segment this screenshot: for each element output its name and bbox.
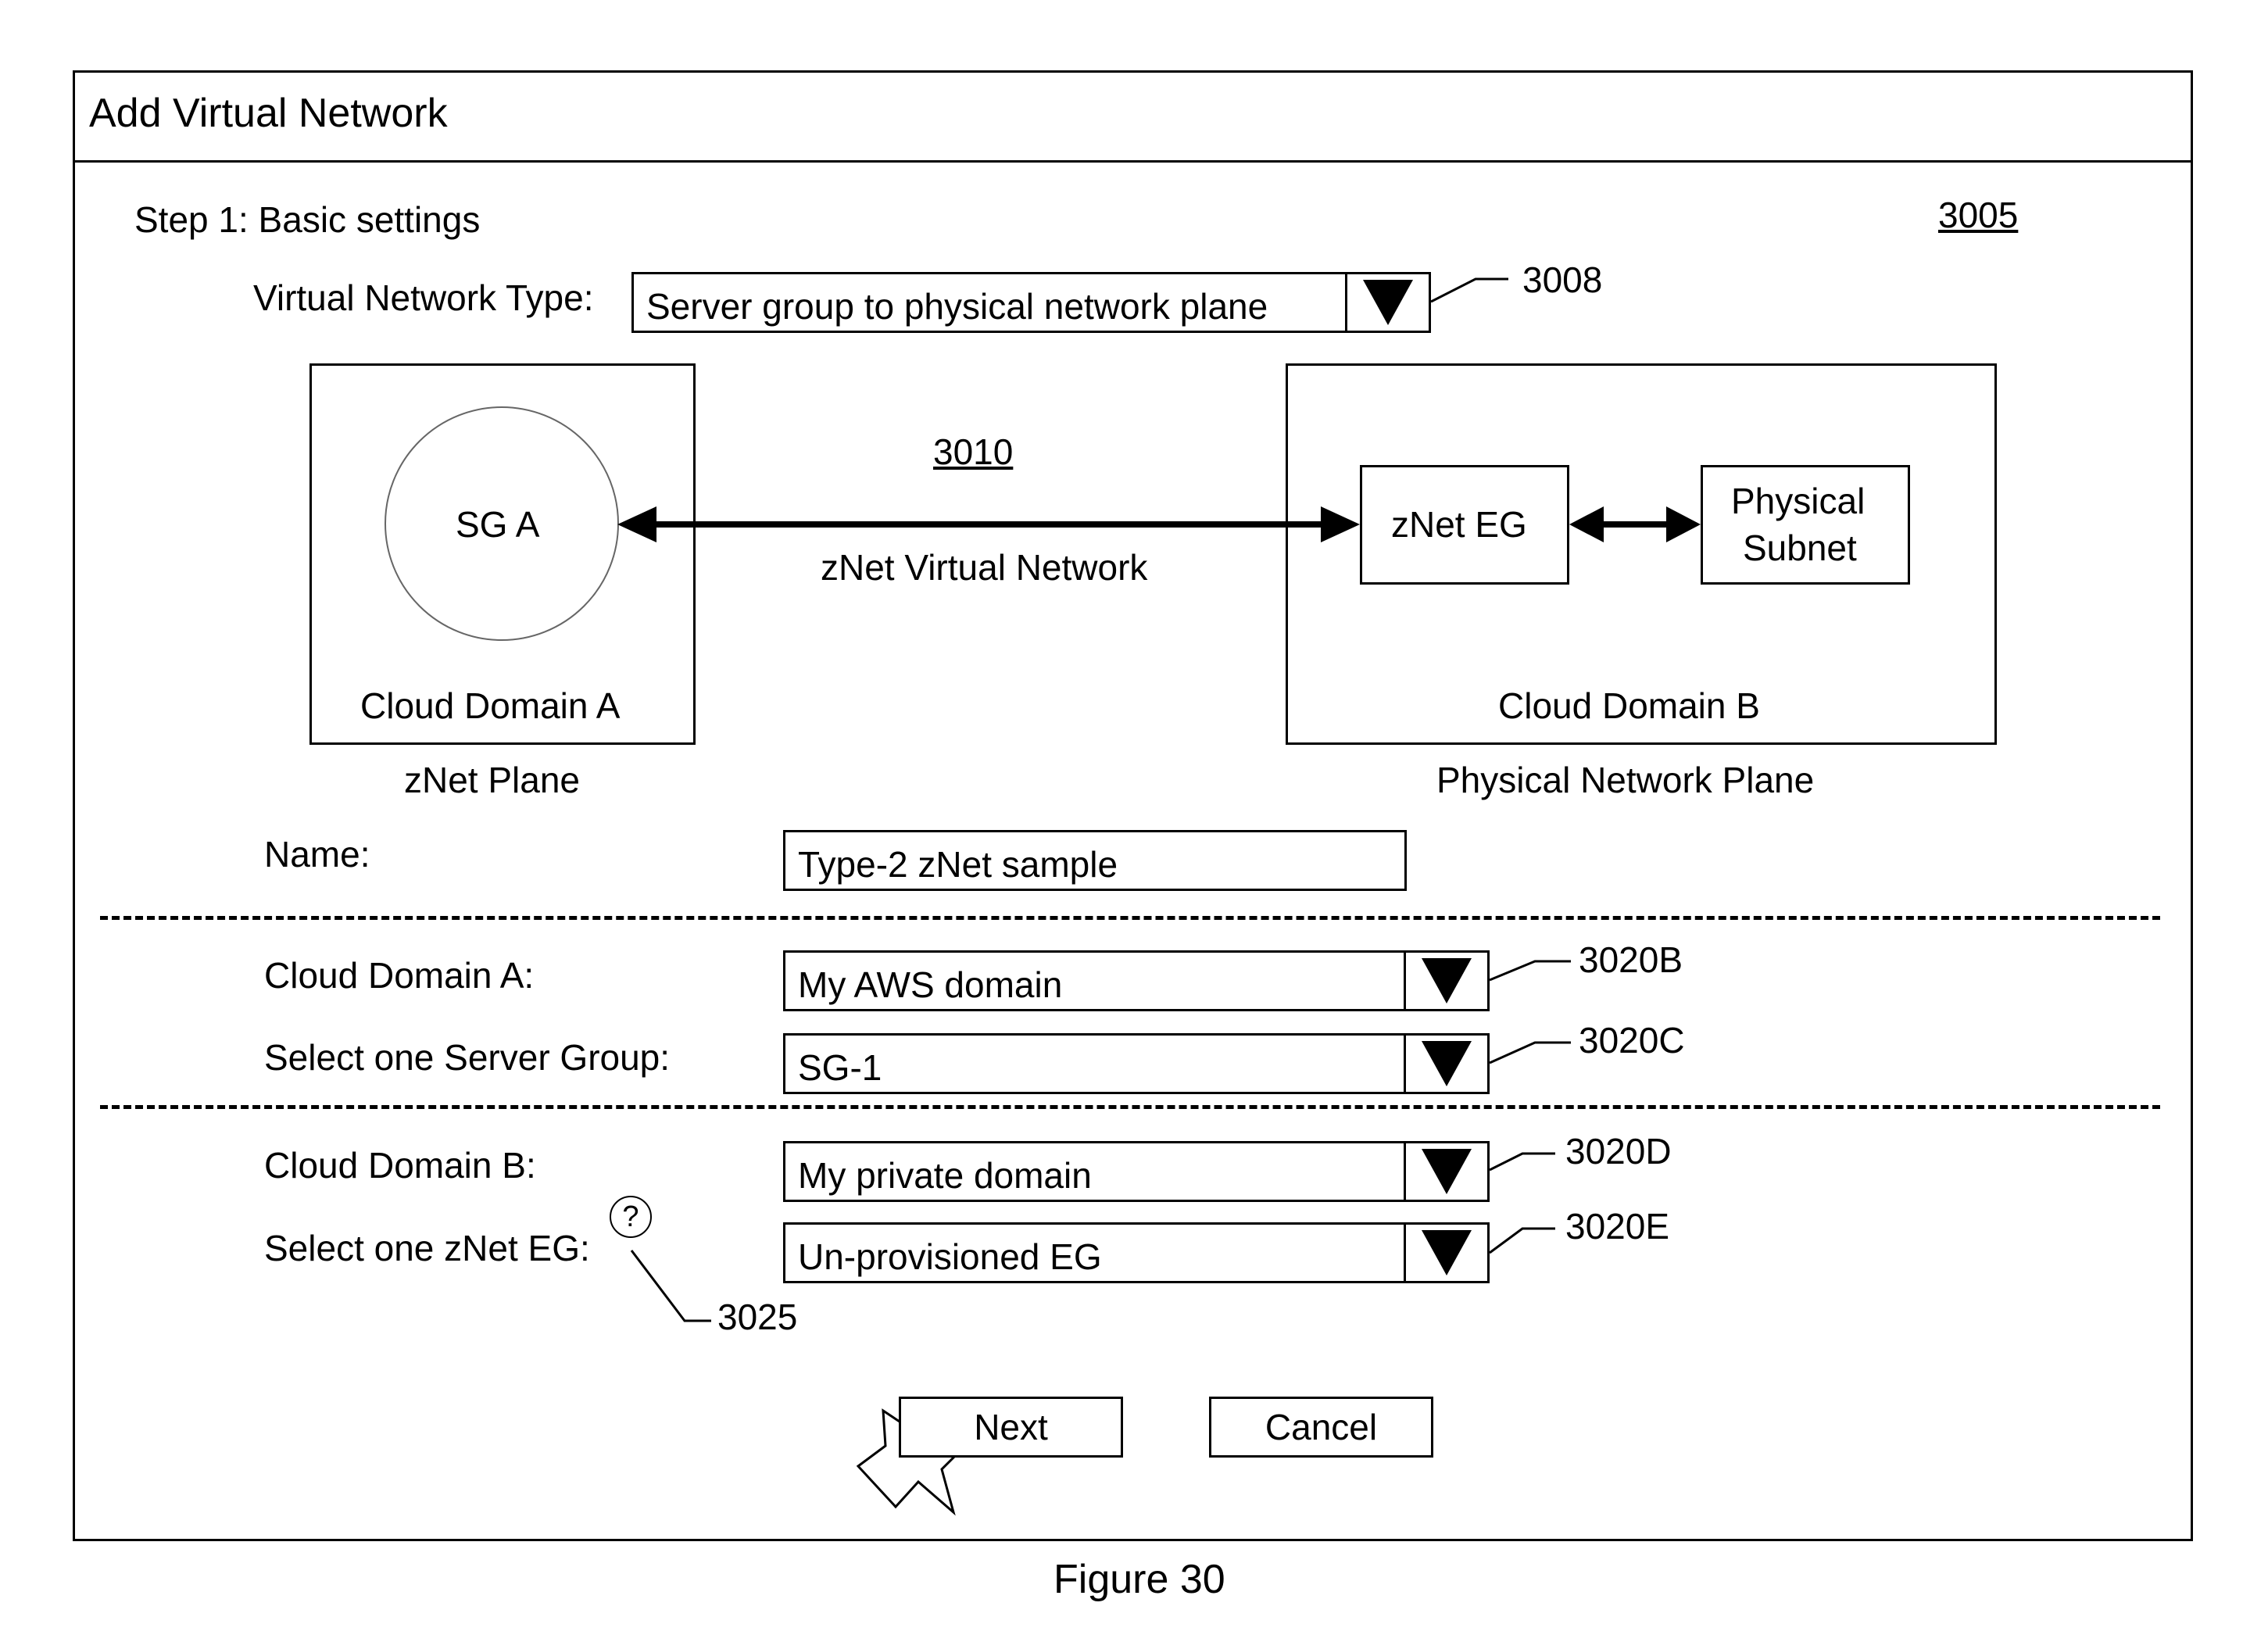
cloud-domain-a-dropdown[interactable]: My AWS domain [783,950,1490,1011]
name-label: Name: [264,836,370,872]
ref-3020c-leader [1490,1043,1571,1063]
virtual-network-arrow [617,506,1360,542]
cloud-domain-a-label: Cloud Domain A: [264,957,534,993]
chevron-down-icon [1422,1041,1472,1086]
ref-3020e-leader [1490,1229,1555,1253]
chevron-down-icon [1422,1149,1472,1194]
ref-3020c: 3020C [1579,1022,1685,1058]
server-group-dropdown-arrow[interactable] [1404,1036,1487,1092]
eg-subnet-arrow [1569,506,1701,542]
help-icon[interactable]: ? [610,1196,652,1238]
chevron-down-icon [1422,958,1472,1003]
server-group-value: SG-1 [798,1046,882,1089]
cloud-domain-b-dropdown-arrow[interactable] [1404,1143,1487,1200]
ref-3020e: 3020E [1565,1208,1669,1244]
ref-3020d-leader [1490,1154,1555,1170]
cloud-domain-b-value: My private domain [798,1154,1092,1197]
znet-eg-dropdown[interactable]: Un-provisioned EG [783,1222,1490,1283]
section-divider-2 [100,1105,2160,1109]
znet-eg-dropdown-arrow[interactable] [1404,1225,1487,1281]
server-group-label: Select one Server Group: [264,1039,670,1075]
chevron-down-icon [1422,1230,1472,1275]
cancel-button[interactable]: Cancel [1209,1397,1433,1458]
name-input-value: Type-2 zNet sample [798,843,1118,885]
ref-3025-leader [631,1250,711,1321]
cloud-domain-b-label: Cloud Domain B: [264,1147,536,1183]
cloud-domain-b-dropdown[interactable]: My private domain [783,1141,1490,1202]
cloud-domain-a-value: My AWS domain [798,964,1062,1006]
ref-3008-leader [1431,279,1508,302]
ref-3020b-leader [1490,961,1571,980]
section-divider-1 [100,916,2160,920]
znet-eg-value: Un-provisioned EG [798,1236,1102,1278]
ref-3020d: 3020D [1565,1133,1672,1169]
figure-caption: Figure 30 [1054,1559,1225,1600]
server-group-dropdown[interactable]: SG-1 [783,1033,1490,1094]
name-input[interactable]: Type-2 zNet sample [783,830,1407,891]
help-glyph: ? [622,1200,639,1234]
cloud-domain-a-dropdown-arrow[interactable] [1404,953,1487,1009]
znet-eg-select-label: Select one zNet EG: [264,1230,590,1266]
next-button[interactable]: Next [899,1397,1123,1458]
ref-3020b: 3020B [1579,942,1683,978]
ref-3025: 3025 [717,1299,797,1335]
